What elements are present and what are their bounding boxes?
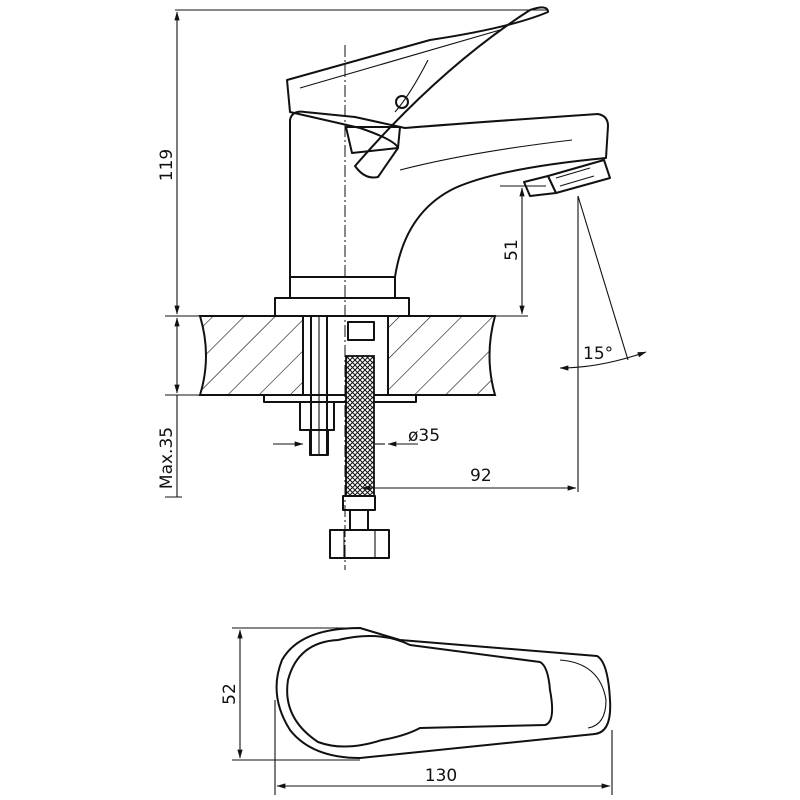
handle-screw [395,95,409,109]
lever-handle [286,6,549,179]
label-base-depth: 52 [220,683,240,705]
mounting-washer [263,394,417,403]
top-view-spout-edge [559,659,607,729]
supply-hose [329,321,390,559]
aerator [523,159,611,197]
side-view: 119 51 15° Max.35 ø35 [157,6,647,570]
faucet-body [289,110,609,278]
label-hole-diameter: ø35 [408,426,440,446]
dimension-mount-thickness: Max.35 [157,317,200,498]
spout-inner-line [399,139,573,171]
label-total-length: 130 [425,766,457,786]
dimension-hole-diameter: ø35 [273,426,440,447]
countertop-section [198,315,497,396]
dimension-spout-angle: 15° [559,195,647,492]
dimension-total-length: 130 [274,700,613,795]
cartridge-cap [345,126,401,154]
label-mount-thickness: Max.35 [157,427,177,489]
dimension-base-depth: 52 [220,627,360,761]
base-flange [274,297,410,317]
base-ring [289,276,396,299]
dimension-spout-reach: 92 [361,466,577,491]
label-total-height: 119 [157,149,177,181]
lever-edge [299,29,501,89]
lever-curve [394,59,429,113]
mounting-stud [299,315,335,456]
dimension-total-height: 119 [157,9,548,317]
label-spout-reach: 92 [470,466,492,486]
top-view-inner-outline [286,635,554,748]
top-view: 52 130 [220,627,613,795]
label-spout-angle: 15° [583,344,613,364]
label-spout-height: 51 [502,239,522,261]
top-view-outline [275,627,612,759]
dimension-spout-height: 51 [495,185,546,317]
